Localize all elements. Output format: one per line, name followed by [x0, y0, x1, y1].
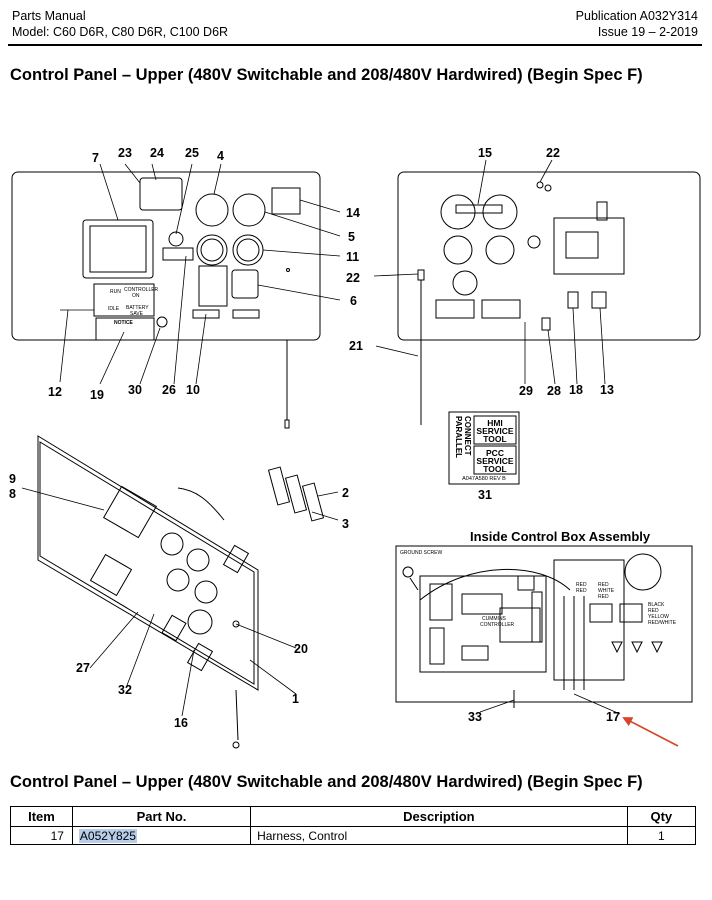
callout-22-right: 22 [546, 146, 560, 160]
header-part-no: Part No. [71, 806, 252, 827]
label-red-white: RED/WHITE [648, 620, 677, 626]
callout-10: 10 [186, 383, 200, 397]
callout-21: 21 [349, 339, 363, 353]
plate-connect: CONNECT [463, 416, 472, 456]
table-header-row: Item Part No. Description Qty [10, 806, 697, 827]
label-controller: CONTROLLER [124, 287, 159, 293]
callout-27: 27 [76, 661, 90, 675]
callout-33: 33 [468, 710, 482, 724]
label-red-4: RED [598, 594, 609, 600]
plate-service-1: SERVICE [476, 426, 513, 436]
callout-25: 25 [185, 146, 199, 160]
front-panel-isometric [37, 435, 259, 691]
label-ground-screw: GROUND SCREW [400, 550, 443, 556]
meter-opening-b [232, 193, 266, 227]
parts-table: Item Part No. Description Qty 17 A052Y82… [10, 806, 697, 845]
header-item: Item [10, 806, 73, 827]
switch-assembly [139, 177, 183, 211]
label-idle: IDLE [108, 306, 120, 312]
label-black: BLACK [648, 602, 665, 608]
rear-panel-right [397, 171, 701, 341]
part-number-highlight[interactable]: A052Y825 [78, 828, 137, 843]
model-line: Model: C60 D6R, C80 D6R, C100 D6R [12, 25, 229, 39]
arrow-callout-17 [622, 717, 679, 747]
label-save: SAVE [130, 311, 144, 317]
inside-control-box [395, 545, 693, 703]
page-title: Control Panel – Upper (480V Switchable a… [10, 66, 643, 84]
header-qty: Qty [626, 806, 697, 827]
callout-18: 18 [569, 383, 583, 397]
label-red-2: RED [576, 588, 587, 594]
label-red-3: RED [598, 582, 609, 588]
callout-1: 1 [292, 692, 299, 706]
label-red-5: RED [648, 608, 659, 614]
label-yellow: YELLOW [648, 614, 669, 620]
display-module [82, 219, 154, 279]
callout-30: 30 [128, 383, 142, 397]
callout-4: 4 [217, 149, 224, 163]
callout-28: 28 [547, 384, 561, 398]
callout-31: 31 [478, 488, 492, 502]
publication-number: Publication A032Y314 [575, 9, 698, 23]
callout-13: 13 [600, 383, 614, 397]
callout-22-left: 22 [346, 271, 360, 285]
callout-12: 12 [48, 385, 62, 399]
callout-15: 15 [478, 146, 492, 160]
label-controller-board: CONTROLLER [480, 622, 515, 628]
callout-8: 8 [9, 487, 16, 501]
callout-11: 11 [346, 250, 359, 264]
cell-description: Harness, Control [250, 826, 628, 845]
issue-line: Issue 19 – 2-2019 [597, 25, 698, 39]
meter-opening-a [195, 193, 229, 227]
inset-title: Inside Control Box Assembly [470, 529, 651, 544]
callout-23: 23 [118, 146, 132, 160]
callout-9: 9 [9, 472, 16, 486]
plate-tool-2: TOOL [483, 464, 506, 474]
callout-20: 20 [294, 642, 308, 656]
callout-14: 14 [346, 206, 360, 220]
label-on: ON [132, 293, 140, 299]
header-description: Description [250, 806, 628, 827]
plate-service-2: SERVICE [476, 456, 513, 466]
callout-26: 26 [162, 383, 176, 397]
callout-32: 32 [118, 683, 132, 697]
cell-item: 17 [10, 826, 73, 845]
callout-5: 5 [348, 230, 355, 244]
label-run: RUN [110, 289, 121, 295]
table-title: Control Panel – Upper (480V Switchable a… [10, 773, 643, 791]
header-right: Publication A032Y314 Issue 19 – 2-2019 [576, 8, 698, 40]
manual-name: Parts Manual [12, 9, 86, 23]
callout-24: 24 [150, 146, 164, 160]
callout-19: 19 [90, 388, 104, 402]
callout-6: 6 [350, 294, 357, 308]
plate-code: A047A580 REV B [462, 476, 506, 482]
plate-parallel: PARALLEL [454, 416, 463, 458]
service-tool-plate [448, 411, 520, 485]
label-notice: NOTICE [114, 320, 134, 326]
callout-7: 7 [92, 151, 99, 165]
callout-29: 29 [519, 384, 533, 398]
plate-hmi: HMI [487, 418, 503, 428]
parts-diagram: 23 24 25 4 7 14 5 11 6 22 15 22 21 12 19… [9, 146, 701, 749]
label-battery: BATTERY [126, 305, 149, 311]
header-rule [8, 44, 702, 46]
label-red-1: RED [576, 582, 587, 588]
callout-2: 2 [342, 486, 349, 500]
label-cummins: CUMMINS [482, 616, 507, 622]
cell-part-no[interactable]: A052Y825 [71, 826, 252, 845]
controller-board [419, 575, 547, 673]
callout-3: 3 [342, 517, 349, 531]
plate-tool-1: TOOL [483, 434, 506, 444]
label-white: WHITE [598, 588, 615, 594]
cell-qty: 1 [626, 826, 697, 845]
front-panel-left [11, 171, 321, 341]
callout-17: 17 [606, 710, 620, 724]
callout-16: 16 [174, 716, 188, 730]
header-left: Parts Manual Model: C60 D6R, C80 D6R, C1… [12, 8, 228, 40]
table-row: 17 A052Y825 Harness, Control 1 [10, 826, 697, 845]
plate-pcc: PCC [486, 448, 504, 458]
